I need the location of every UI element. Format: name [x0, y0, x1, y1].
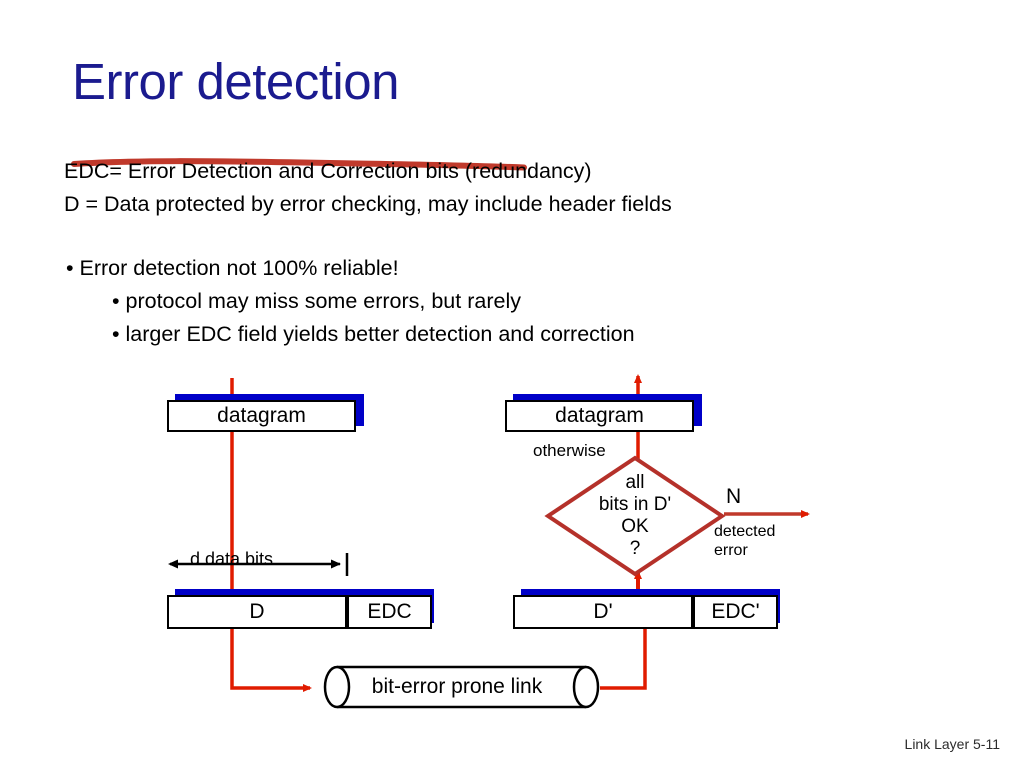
sender-data-label: D	[249, 600, 265, 623]
decision-line-1: all	[625, 472, 645, 493]
sender-to-link-arrow	[230, 629, 312, 692]
definition-d: D = Data protected by error checking, ma…	[64, 192, 672, 216]
bullet-reliability: • Error detection not 100% reliable!	[66, 256, 399, 280]
decision-diamond-label: all bits in D' OK ?	[560, 466, 710, 566]
datagram-right-box	[505, 400, 694, 432]
slide-footer: Link Layer 5-11	[904, 736, 1000, 752]
bullet-protocol-misses: • protocol may miss some errors, but rar…	[112, 289, 521, 313]
decision-diamond	[544, 455, 726, 577]
receiver-edc-field	[693, 595, 778, 629]
detected-error-line-1: detected	[714, 523, 776, 540]
receiver-data-label: D'	[593, 600, 613, 623]
title-underline-stroke	[71, 158, 527, 171]
sender-edc-label: EDC	[367, 600, 412, 623]
datagram-left-label: datagram	[217, 404, 306, 427]
bit-error-prone-link-cylinder	[323, 665, 600, 709]
branch-no-label: N	[726, 485, 742, 508]
detected-error-label: detected error	[714, 522, 775, 560]
decision-line-4: ?	[629, 538, 641, 559]
receiver-data-field	[513, 595, 693, 629]
decision-line-2: bits in D'	[598, 494, 672, 515]
page-title: Error detection	[72, 53, 400, 110]
sender-data-field	[167, 595, 347, 629]
link-to-receiver-line	[600, 629, 647, 690]
d-data-bits-label: d data bits	[190, 549, 274, 569]
otherwise-label: otherwise	[533, 441, 606, 460]
bit-error-prone-link-label: bit-error prone link	[371, 675, 543, 698]
datagram-right-label: datagram	[555, 404, 644, 427]
receiver-edc-label: EDC'	[711, 600, 760, 623]
title-block: Error detection	[71, 52, 772, 171]
bullet-larger-edc: • larger EDC field yields better detecti…	[112, 322, 635, 346]
sender-edc-field	[347, 595, 432, 629]
decision-line-3: OK	[621, 516, 649, 537]
detected-error-line-2: error	[714, 542, 748, 559]
definition-edc: EDC= Error Detection and Correction bits…	[64, 159, 592, 183]
datagram-left-box	[167, 400, 356, 432]
